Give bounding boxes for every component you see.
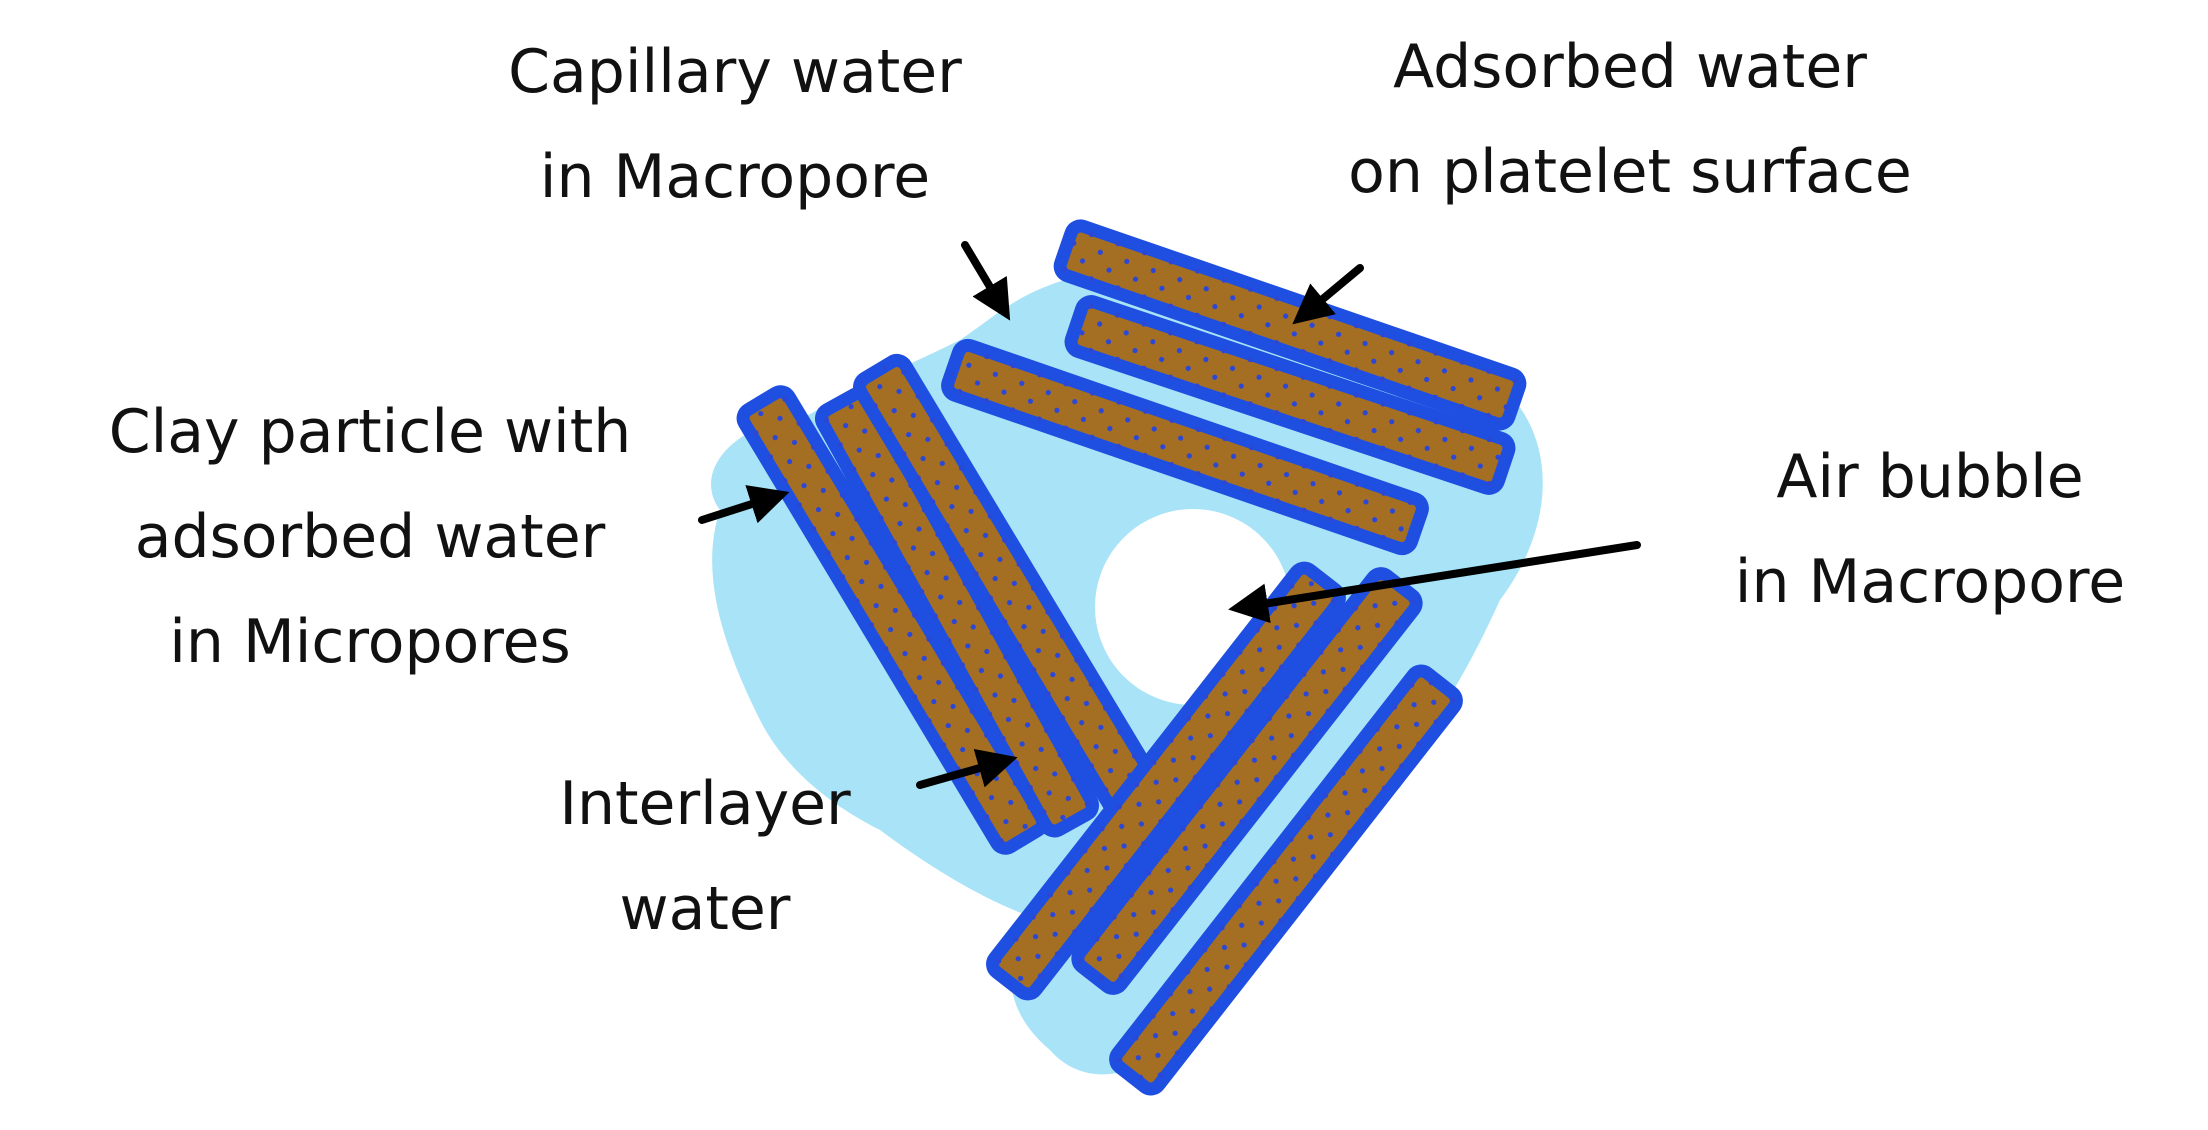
label-capillary-water: Capillary water in Macropore — [508, 37, 962, 212]
arrow-interlayer — [916, 748, 1018, 789]
platelet-top-3 — [941, 338, 1429, 556]
platelet-bottom-3 — [1109, 664, 1463, 1096]
platelet-bottom-1 — [986, 561, 1346, 1001]
label-clay-particle: Clay particle with adsorbed water in Mic… — [108, 397, 632, 677]
arrow-clay-particle — [698, 485, 790, 524]
label-adsorbed-water: Adsorbed water on platelet surface — [1348, 32, 1912, 207]
label-air-bubble: Air bubble in Macropore — [1734, 442, 2126, 617]
platelet-left-3 — [853, 353, 1171, 833]
arrow-capillary — [961, 241, 1011, 321]
label-interlayer-water: Interlayer water — [559, 769, 851, 944]
platelet-left-1 — [736, 385, 1050, 855]
arrow-adsorbed — [1292, 264, 1364, 325]
arrow-air-bubble — [1228, 541, 1641, 624]
platelet-top-2 — [1064, 295, 1516, 495]
